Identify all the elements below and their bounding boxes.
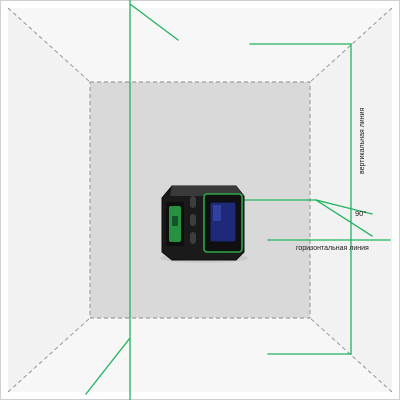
labels: вертикальная линия горизонтальная линия … — [296, 108, 369, 252]
device-grip-ribs — [190, 196, 196, 244]
laser-lines — [85, 0, 391, 400]
ceiling — [8, 8, 392, 82]
laser-beam-to-angle-top — [315, 199, 373, 215]
floor — [8, 318, 392, 392]
laser-ceiling-diagonal — [129, 3, 179, 41]
room-walls — [8, 8, 392, 392]
edge-bottom-left — [7, 317, 91, 393]
device-side-button — [172, 216, 178, 226]
horizontal-line-label: горизонтальная линия — [296, 245, 369, 252]
laser-beam-to-angle-bottom — [315, 199, 373, 237]
edge-top-left — [7, 7, 91, 83]
angle-label: 90° — [355, 209, 366, 218]
cross-line-laser-level-icon — [160, 185, 248, 263]
left-wall — [8, 8, 90, 392]
edge-bottom-right — [309, 317, 393, 393]
laser-floor-diagonal — [85, 337, 131, 395]
edge-top-right — [309, 7, 393, 83]
device-lens-glare — [213, 205, 221, 221]
vertical-line-label: вертикальная линия — [359, 108, 366, 174]
